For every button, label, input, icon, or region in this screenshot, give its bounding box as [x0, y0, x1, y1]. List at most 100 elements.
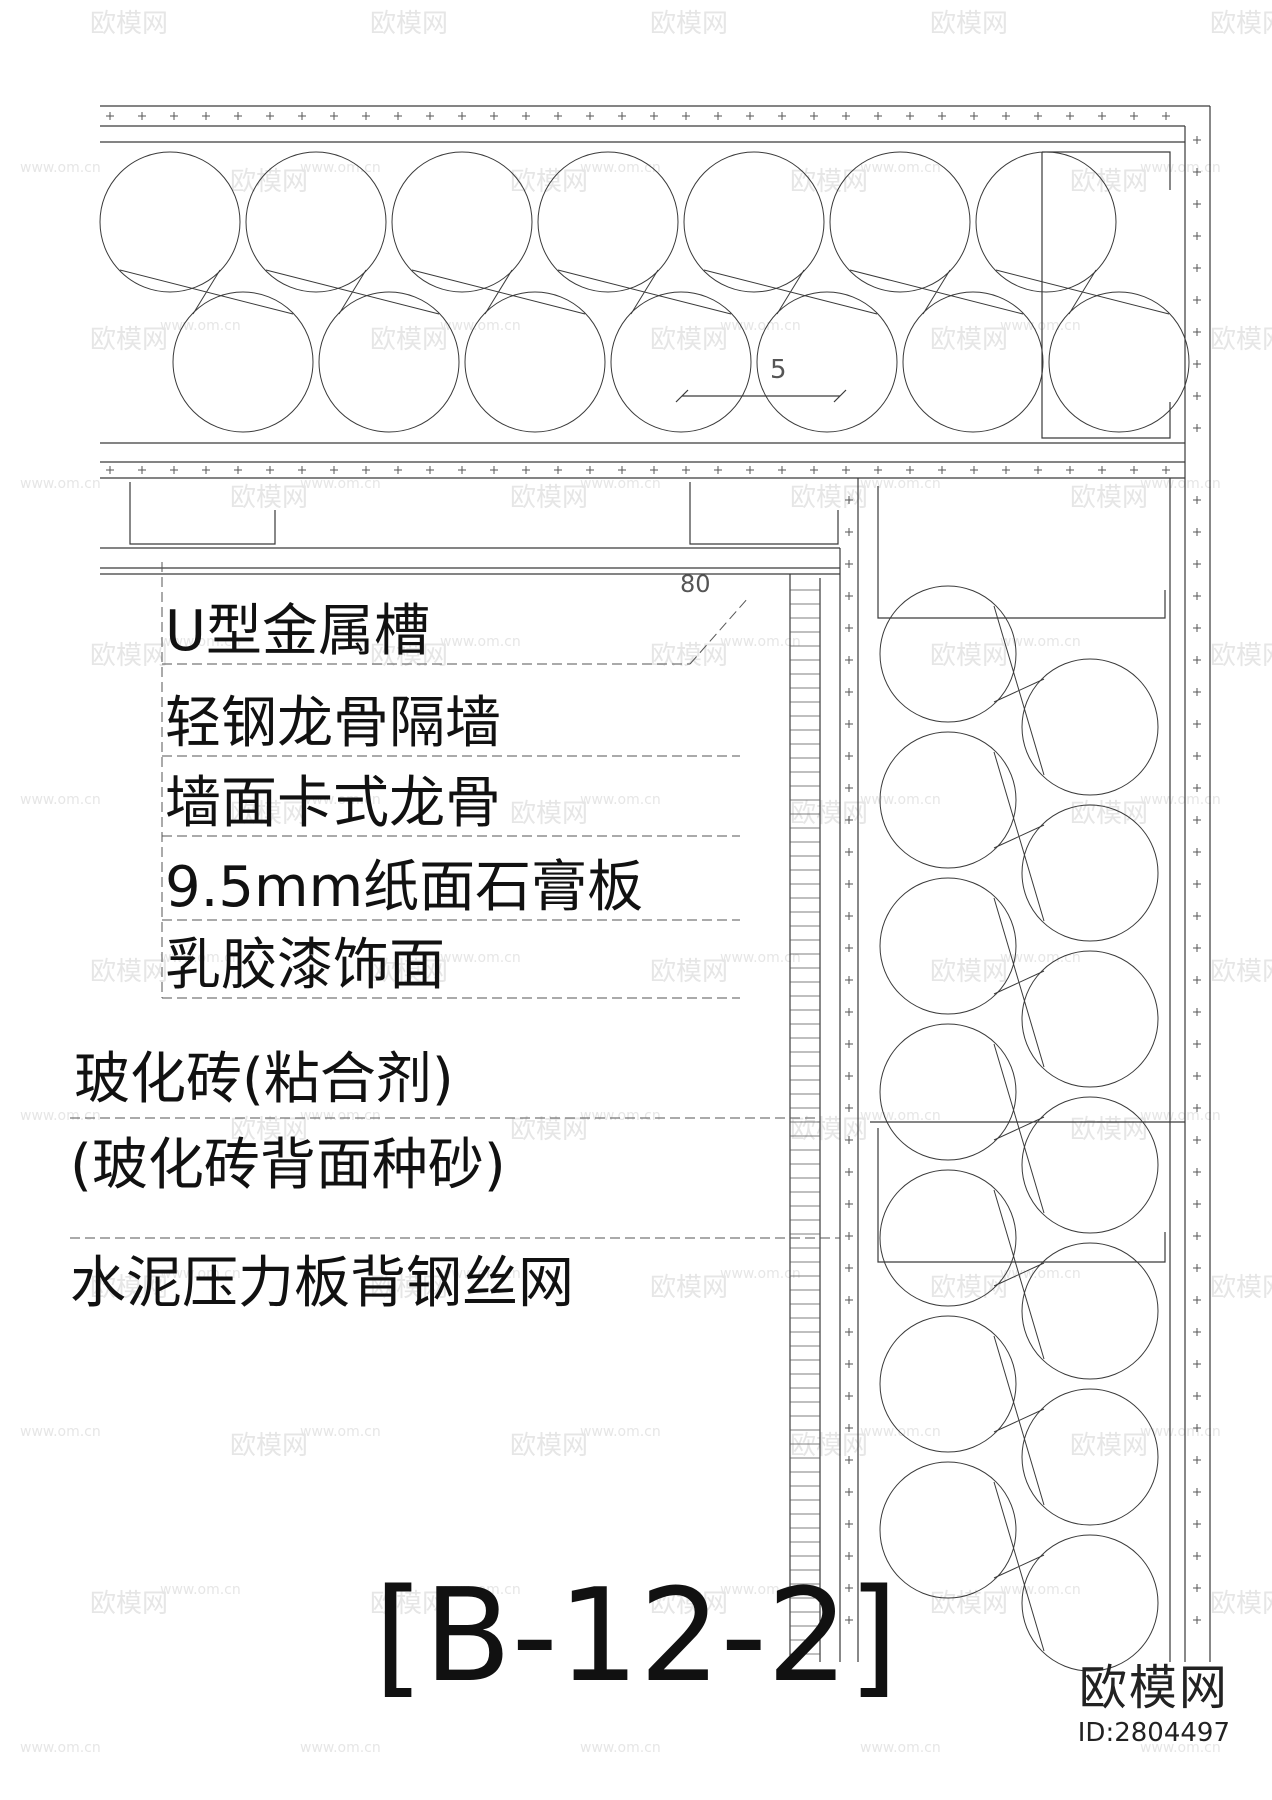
tile-hatch	[790, 589, 820, 1655]
watermark-site: www.om.cn	[300, 160, 381, 176]
watermark-brand: 欧模网	[230, 1431, 308, 1461]
watermark-site: www.om.cn	[720, 1582, 801, 1598]
watermark-brand: 欧模网	[230, 167, 308, 197]
leader-lines	[70, 562, 840, 1239]
dimension-label-2: 80	[680, 570, 711, 598]
drawing-number: [B-12-2]	[374, 1562, 898, 1711]
watermark-brand: 欧模网	[1070, 483, 1148, 513]
watermark-brand: 欧模网	[1210, 9, 1272, 39]
watermark-brand: 欧模网	[230, 483, 308, 513]
watermark-brand: 欧模网	[510, 483, 588, 513]
watermark-site: www.om.cn	[720, 950, 801, 966]
watermark-site: www.om.cn	[580, 160, 661, 176]
watermark-brand: 欧模网	[370, 641, 448, 671]
watermark-brand: 欧模网	[230, 1115, 308, 1145]
watermark-brand: 欧模网	[650, 325, 728, 355]
watermark-site: www.om.cn	[160, 318, 241, 334]
watermark-brand: 欧模网	[930, 957, 1008, 987]
right-insulation-batts	[879, 585, 1159, 1672]
watermark-brand: 欧模网	[510, 167, 588, 197]
dimension-5	[675, 389, 847, 403]
label-latex-paint: 乳胶漆饰面	[165, 933, 445, 998]
watermark-brand: 欧模网	[930, 641, 1008, 671]
watermark-brand: 欧模网	[790, 1115, 868, 1145]
label-tile-back-sand: (玻化砖背面种砂)	[70, 1133, 506, 1198]
watermark-site: www.om.cn	[440, 318, 521, 334]
watermark-site: www.om.cn	[440, 634, 521, 650]
watermark-site: www.om.cn	[20, 476, 101, 492]
watermark-brand: 欧模网	[90, 957, 168, 987]
watermark-site: www.om.cn	[300, 1740, 381, 1756]
watermark-brand: 欧模网	[1210, 957, 1272, 987]
watermark-site: www.om.cn	[1140, 476, 1221, 492]
watermark-site: www.om.cn	[720, 634, 801, 650]
top-board-hatch	[106, 112, 1170, 474]
right-wall-section	[789, 106, 1211, 1662]
watermark-site: www.om.cn	[720, 1266, 801, 1282]
watermark-site: www.om.cn	[1000, 318, 1081, 334]
watermark-site: www.om.cn	[860, 1108, 941, 1124]
watermark-site: www.om.cn	[300, 476, 381, 492]
dimension-label: 5	[770, 355, 787, 385]
watermark-brand: 欧模网	[1210, 325, 1272, 355]
watermark-site: www.om.cn	[300, 1424, 381, 1440]
watermark-site: www.om.cn	[1000, 1266, 1081, 1282]
image-id: ID:2804497	[1077, 1718, 1230, 1748]
watermark-site: www.om.cn	[1140, 1424, 1221, 1440]
watermark-site: www.om.cn	[440, 1582, 521, 1598]
watermark-brand: 欧模网	[650, 9, 728, 39]
watermark-brand: 欧模网	[1070, 799, 1148, 829]
watermark-site: www.om.cn	[300, 1108, 381, 1124]
watermark-site: www.om.cn	[1140, 1108, 1221, 1124]
watermark-site: www.om.cn	[1000, 634, 1081, 650]
watermark-site: www.om.cn	[160, 1266, 241, 1282]
label-tile-adhesive: 玻化砖(粘合剂)	[74, 1047, 454, 1112]
watermark-site: www.om.cn	[20, 160, 101, 176]
watermark-brand: 欧模网	[930, 1589, 1008, 1619]
watermark-brand: 欧模网	[1070, 1115, 1148, 1145]
watermark-site: www.om.cn	[160, 950, 241, 966]
watermark-brand: 欧模网	[510, 1115, 588, 1145]
watermark-site: www.om.cn	[300, 792, 381, 808]
watermark-brand: 欧模网	[90, 9, 168, 39]
watermark-site: www.om.cn	[580, 476, 661, 492]
watermark-site: www.om.cn	[580, 1108, 661, 1124]
watermark-site: www.om.cn	[860, 1740, 941, 1756]
watermark-site: www.om.cn	[720, 318, 801, 334]
brand-name: 欧模网	[1078, 1660, 1229, 1716]
watermark-brand: 欧模网	[930, 9, 1008, 39]
watermark-brand: 欧模网	[90, 1273, 168, 1303]
watermark-brand: 欧模网	[650, 957, 728, 987]
watermark-brand: 欧模网	[650, 1273, 728, 1303]
watermark-site: www.om.cn	[860, 792, 941, 808]
watermark-site: www.om.cn	[440, 1266, 521, 1282]
watermark-brand: 欧模网	[370, 1589, 448, 1619]
label-cement-board-mesh: 水泥压力板背钢丝网	[70, 1251, 574, 1316]
watermark-brand: 欧模网	[370, 9, 448, 39]
watermark-brand: 欧模网	[510, 1431, 588, 1461]
top-insulation-batts	[99, 151, 1190, 433]
watermark-site: www.om.cn	[580, 792, 661, 808]
watermark-brand: 欧模网	[930, 1273, 1008, 1303]
watermark-brand: 欧模网	[1210, 641, 1272, 671]
watermark-brand: 欧模网	[230, 799, 308, 829]
watermark-brand: 欧模网	[90, 1589, 168, 1619]
watermark-site: www.om.cn	[20, 1740, 101, 1756]
watermark-brand: 欧模网	[1070, 1431, 1148, 1461]
watermark-brand: 欧模网	[370, 325, 448, 355]
watermark-site: www.om.cn	[1000, 950, 1081, 966]
label-wall-clip-keel: 墙面卡式龙骨	[165, 771, 501, 836]
watermark-brand: 欧模网	[790, 167, 868, 197]
watermark-layer: 欧模网www.om.cn欧模网www.om.cn欧模网www.om.cn欧模网w…	[20, 9, 1272, 1756]
watermark-site: www.om.cn	[20, 1424, 101, 1440]
watermark-site: www.om.cn	[1140, 792, 1221, 808]
watermark-site: www.om.cn	[1000, 1582, 1081, 1598]
watermark-brand: 欧模网	[650, 641, 728, 671]
label-light-steel-keel-wall: 轻钢龙骨隔墙	[165, 691, 501, 756]
label-u-channel: U型金属槽	[165, 599, 430, 664]
watermark-site: www.om.cn	[860, 476, 941, 492]
right-board-hatch	[845, 136, 1201, 1624]
watermark-brand: 欧模网	[510, 799, 588, 829]
watermark-brand: 欧模网	[650, 1589, 728, 1619]
